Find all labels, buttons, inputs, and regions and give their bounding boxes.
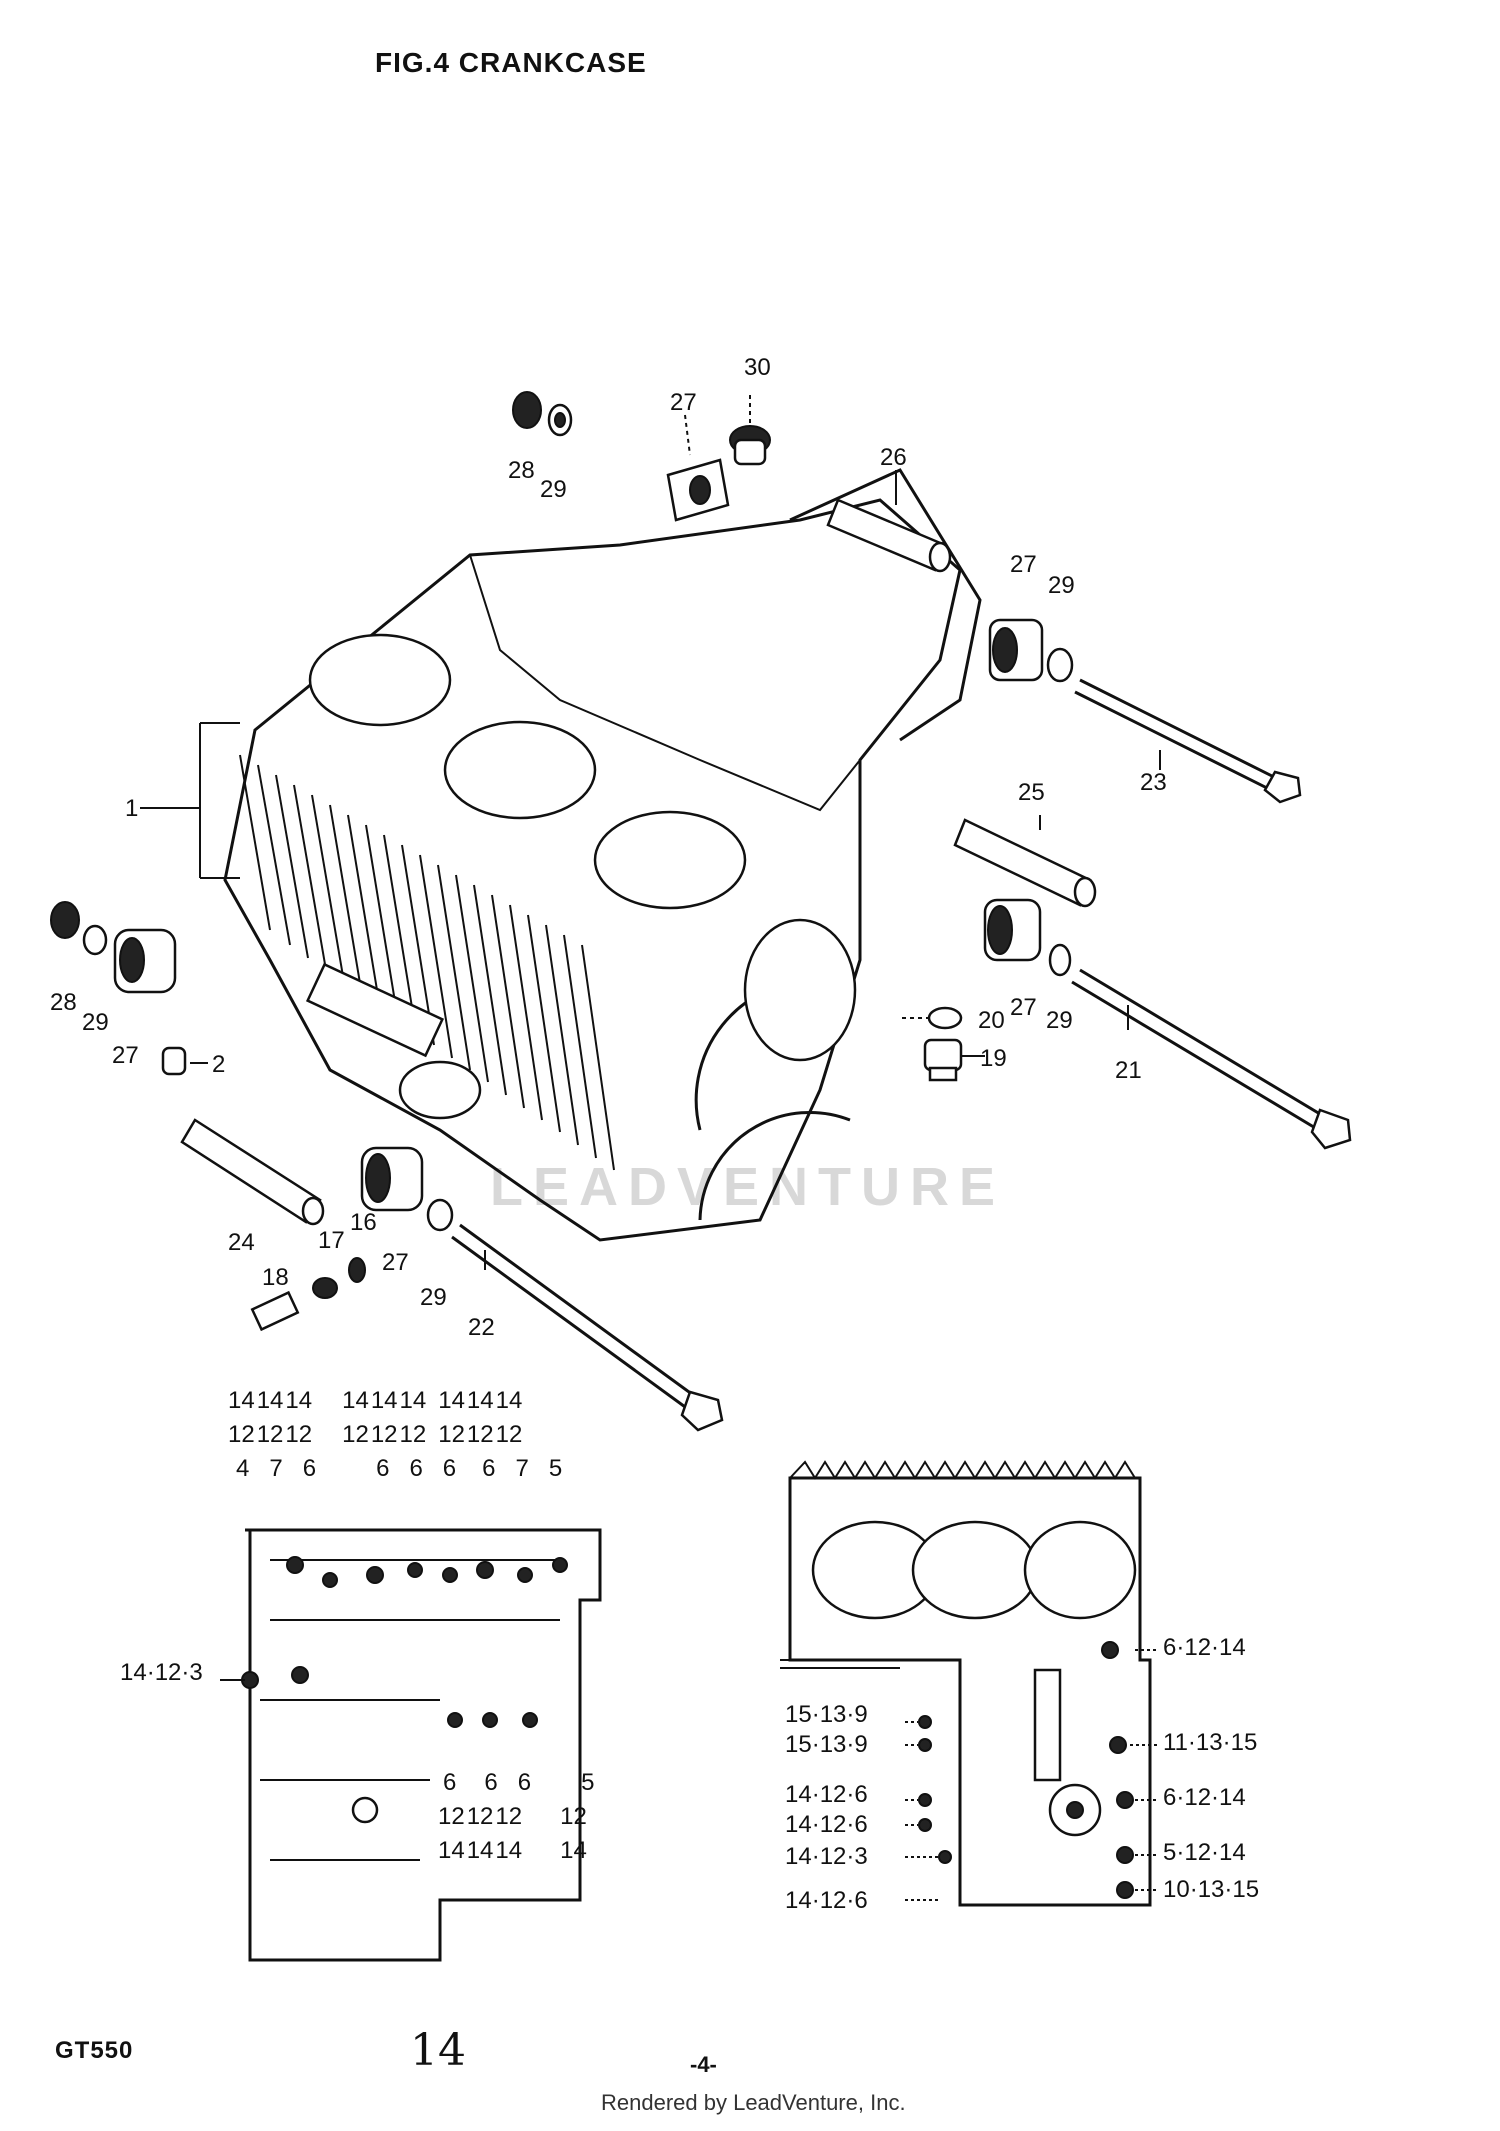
- callout-2: 2: [212, 1051, 225, 1078]
- part-28-29-27-left: [50, 901, 177, 994]
- callout-1: 1: [125, 795, 138, 822]
- callout-27-left: 27: [112, 1042, 139, 1069]
- part-20-oring: [927, 1006, 963, 1030]
- right-right-label-4: 5·12·14: [1163, 1839, 1246, 1866]
- callout-30: 30: [744, 354, 771, 381]
- crankcase-body: [223, 468, 982, 1242]
- callout-21: 21: [1115, 1057, 1142, 1084]
- part-21-bolt: [1071, 968, 1352, 1150]
- right-left-label-1: 15·13·9: [785, 1701, 868, 1728]
- callout-19: 19: [980, 1045, 1007, 1072]
- watermark: LEADVENTURE: [490, 1157, 1005, 1217]
- part-16-17-18-switch: [250, 1257, 366, 1332]
- part-23-bolt: [1074, 678, 1302, 804]
- callout-labels: 1 2 16 17 18 19 20 21 22 23 24 25 26 27 …: [50, 354, 1167, 1341]
- part-2-dowel: [161, 1046, 187, 1076]
- callout-17: 17: [318, 1227, 345, 1254]
- part-27-top-cushion: [666, 414, 730, 522]
- bolt-chart-right-labels: 15·13·9 15·13·9 14·12·6 14·12·6 14·12·3 …: [785, 1634, 1259, 1914]
- part-22-bolt: [451, 1223, 724, 1432]
- figure-title: FIG.4 CRANKCASE: [375, 47, 647, 78]
- footer-model: GT550: [55, 2037, 133, 2064]
- part-26-collar: [826, 498, 952, 573]
- part-25-collar: [953, 818, 1097, 908]
- part-27-29-lower: [360, 1146, 454, 1232]
- callout-27-top: 27: [670, 389, 697, 416]
- callout-29-right-upper: 29: [1048, 572, 1075, 599]
- callout-29-top: 29: [540, 476, 567, 503]
- callout-27-right-upper: 27: [1010, 551, 1037, 578]
- callout-18: 18: [262, 1264, 289, 1291]
- callout-28-left: 28: [50, 989, 77, 1016]
- right-right-label-1: 6·12·14: [1163, 1634, 1246, 1661]
- callout-23: 23: [1140, 769, 1167, 796]
- callout-28-top: 28: [508, 457, 535, 484]
- right-left-label-4: 14·12·6: [785, 1811, 868, 1838]
- callout-29-right-middle: 29: [1046, 1007, 1073, 1034]
- right-left-label-5: 14·12·3: [785, 1843, 868, 1870]
- footer-page-handwritten: 14: [410, 2025, 466, 2076]
- footer-rendered-by: Rendered by LeadVenture, Inc.: [601, 2090, 906, 2115]
- right-left-label-2: 15·13·9: [785, 1731, 868, 1758]
- callout-25: 25: [1018, 779, 1045, 806]
- right-left-label-6: 14·12·6: [785, 1887, 868, 1914]
- cooling-fins: [239, 754, 615, 1171]
- left-side-label: 14·12·3: [120, 1659, 203, 1686]
- right-right-label-2: 11·13·15: [1163, 1729, 1257, 1756]
- part-28-29-top: [512, 391, 573, 437]
- part-24-collar: [180, 1118, 325, 1226]
- callout-16: 16: [350, 1209, 377, 1236]
- part-30-plug: [729, 395, 771, 466]
- bolt-chart-left: [220, 1528, 602, 1962]
- callout-24: 24: [228, 1229, 255, 1256]
- part-27-29-right-upper: [988, 618, 1074, 683]
- right-right-label-3: 6·12·14: [1163, 1784, 1246, 1811]
- bolt-chart-right: [780, 1460, 1158, 1907]
- callout-27-lower: 27: [382, 1249, 409, 1276]
- callout-29-left: 29: [82, 1009, 109, 1036]
- callout-22: 22: [468, 1314, 495, 1341]
- footer-page-number: -4-: [690, 2052, 717, 2077]
- right-left-label-3: 14·12·6: [785, 1781, 868, 1808]
- callout-29-lower: 29: [420, 1284, 447, 1311]
- callout-27-right-middle: 27: [1010, 994, 1037, 1021]
- callout-26: 26: [880, 444, 907, 471]
- callout-20: 20: [978, 1007, 1005, 1034]
- right-right-label-5: 10·13·15: [1163, 1876, 1259, 1903]
- part-19-plug: [923, 1038, 963, 1082]
- leader-lines: [140, 470, 1161, 1270]
- part-27-29-right-middle: [983, 898, 1072, 977]
